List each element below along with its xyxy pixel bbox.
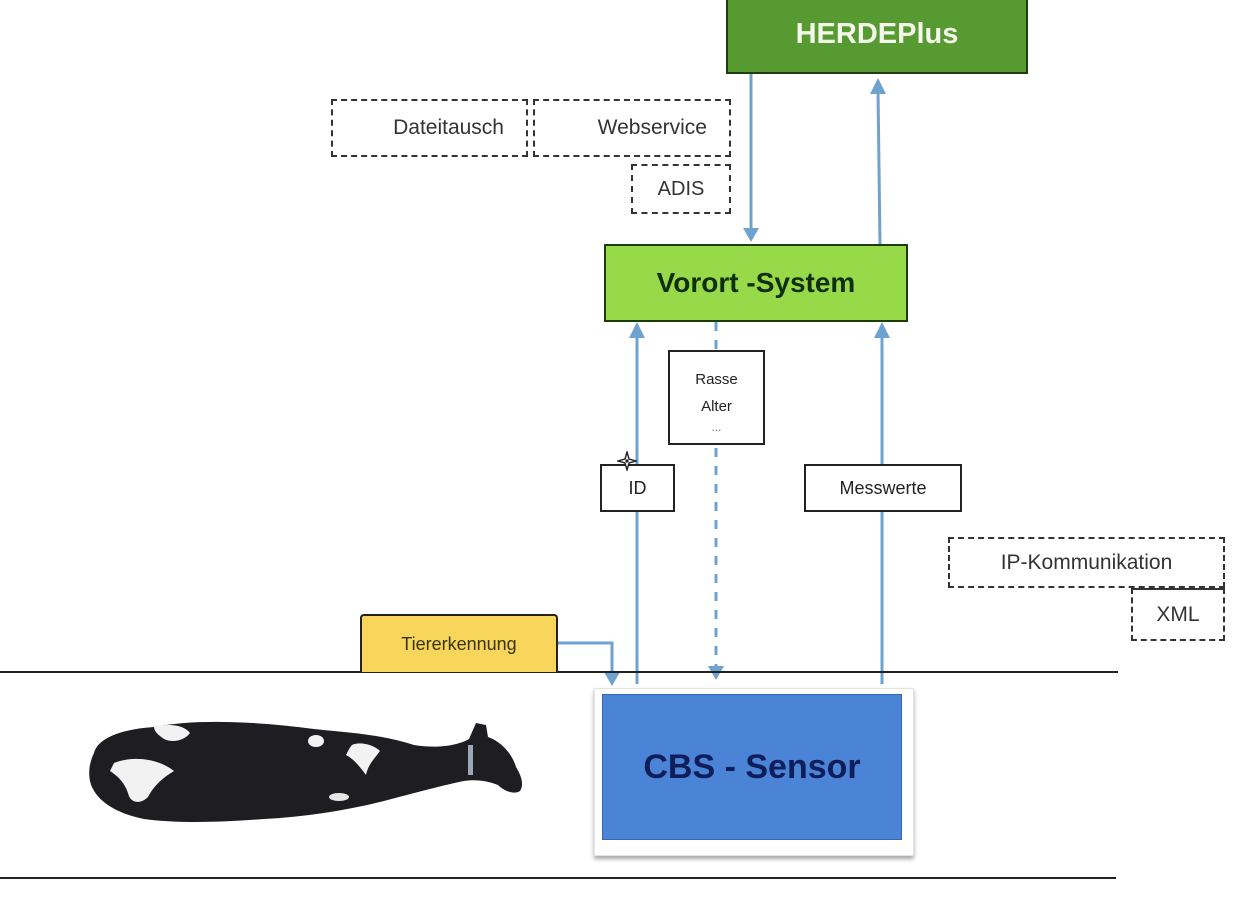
- cow-collar: [468, 745, 473, 775]
- rasse-alter-box: Rasse Alter ...: [668, 350, 765, 445]
- arrowhead-up-messwerte: [874, 322, 890, 338]
- tiererkennung-label: Tiererkennung: [401, 633, 517, 654]
- cursor-crosshair-icon: [617, 451, 637, 471]
- arrow-tiererkennung-to-cbs: [558, 641, 614, 672]
- vorort-system-label: Vorort -System: [656, 267, 856, 298]
- arrowhead-up-id: [629, 322, 645, 338]
- messwerte-box: Messwerte: [804, 464, 962, 512]
- ip-kommunikation-box: IP-Kommunikation: [948, 537, 1225, 588]
- dateitausch-box: Dateitausch: [331, 99, 528, 157]
- herdeplus-node[interactable]: HERDEPlus: [726, 0, 1028, 74]
- dateitausch-label: Dateitausch: [393, 116, 504, 139]
- cow-patch-rear: [110, 758, 174, 802]
- stable-line-top: [0, 671, 1118, 673]
- webservice-box: Webservice: [533, 99, 731, 157]
- xml-label: XML: [1156, 602, 1200, 626]
- cow-patch-spot: [308, 735, 324, 747]
- ellipsis-label: ...: [711, 419, 722, 434]
- adis-label: ADIS: [657, 177, 705, 200]
- cbs-sensor-label: CBS - Sensor: [643, 747, 861, 786]
- cbs-sensor-node[interactable]: CBS - Sensor: [602, 694, 902, 840]
- herdeplus-label: HERDEPlus: [795, 17, 959, 50]
- stable-line-bottom: [0, 877, 1116, 879]
- ip-kommunikation-label: IP-Kommunikation: [1000, 550, 1173, 574]
- cow-patch-hip: [154, 725, 190, 741]
- arrowhead-up-herde: [870, 78, 886, 94]
- arrowhead-down-tiererkennung: [604, 672, 620, 686]
- messwerte-label: Messwerte: [839, 477, 927, 498]
- id-label: ID: [628, 477, 647, 498]
- adis-box: ADIS: [631, 164, 731, 214]
- cow-patch-belly: [329, 793, 349, 801]
- rasse-label: Rasse: [695, 370, 738, 388]
- arrow-vorort-to-herde: [876, 89, 882, 245]
- arrowhead-down-vorort: [743, 228, 759, 242]
- arrowhead-down-rasse: [708, 666, 724, 680]
- xml-box: XML: [1131, 588, 1225, 641]
- webservice-label: Webservice: [597, 116, 707, 139]
- vorort-system-node[interactable]: Vorort -System: [604, 244, 908, 322]
- cow-body: [89, 721, 523, 822]
- alter-label: Alter: [701, 397, 732, 415]
- cow-patch-shoulder: [346, 743, 380, 775]
- cow-top-view-image: [89, 721, 523, 822]
- tiererkennung-node[interactable]: Tiererkennung: [360, 614, 558, 672]
- id-box: ID: [600, 464, 675, 512]
